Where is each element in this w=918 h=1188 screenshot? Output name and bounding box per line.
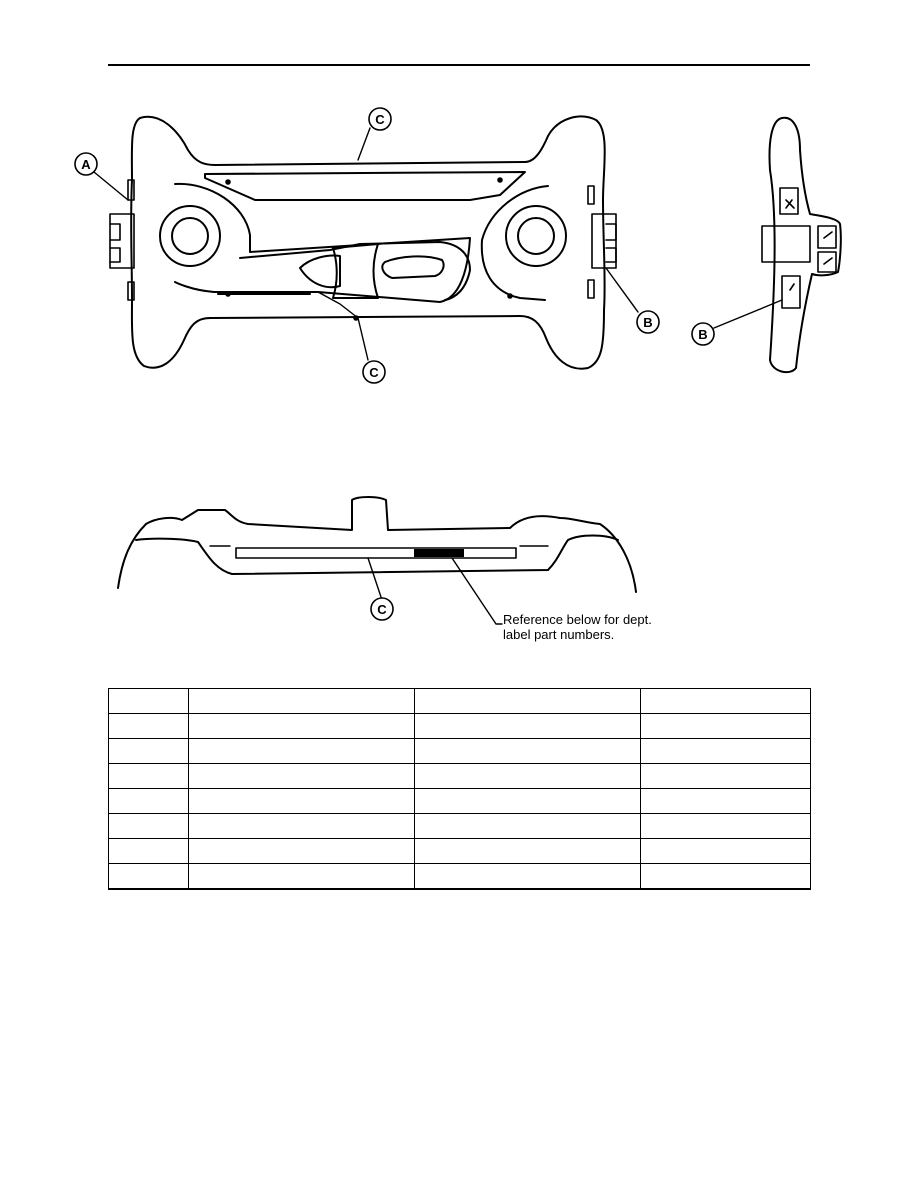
table-row	[108, 838, 811, 864]
table-row	[108, 738, 811, 764]
leader-c-front	[367, 557, 383, 601]
leader-b-top	[605, 267, 639, 313]
table-cell	[414, 838, 641, 864]
table-cell	[640, 813, 811, 839]
table-row	[108, 788, 811, 814]
table-cell	[108, 788, 189, 814]
callout-a-label: A	[81, 157, 91, 172]
table-cell	[414, 788, 641, 814]
table-cell	[108, 763, 189, 789]
callout-c-bottom	[362, 360, 386, 384]
screw-dot	[497, 177, 503, 183]
table-cell	[108, 713, 189, 739]
left-contact-tabs	[109, 179, 135, 301]
cradle-diagrams: C A B C B C	[74, 107, 842, 625]
table-cell	[414, 738, 641, 764]
table-cell	[414, 688, 641, 714]
table-cell	[640, 838, 811, 864]
finger-slot	[299, 254, 341, 289]
table-cell	[188, 763, 415, 789]
table-cell	[108, 738, 189, 764]
table-cell	[414, 813, 641, 839]
table-cell	[188, 738, 415, 764]
table-cell	[188, 688, 415, 714]
cradle-side-view	[713, 116, 842, 374]
table-cell	[188, 713, 415, 739]
table-cell	[640, 688, 811, 714]
screw-dot	[507, 293, 513, 299]
right-pocket-outer	[505, 205, 567, 267]
callout-b-top-label: B	[643, 315, 652, 330]
leader-c-bottom	[317, 291, 369, 361]
table-cell	[414, 863, 641, 890]
callout-b-side-label: B	[698, 327, 707, 342]
table-cell	[188, 838, 415, 864]
cradle-front-view	[117, 496, 637, 625]
table-cell	[108, 813, 189, 839]
left-pocket-inner	[171, 217, 209, 255]
label-slot	[235, 547, 517, 559]
inner-plate	[204, 171, 526, 201]
finger-grip	[332, 243, 379, 299]
table-row	[108, 863, 811, 890]
table-cell	[108, 688, 189, 714]
callout-c-top-label: C	[375, 112, 385, 127]
reference-note: Reference below for dept. label part num…	[503, 612, 652, 642]
leader-a	[93, 171, 129, 201]
table-cell	[414, 713, 641, 739]
table-cell	[640, 788, 811, 814]
table-cell	[640, 763, 811, 789]
table-cell	[188, 863, 415, 890]
callout-c-top	[368, 107, 392, 131]
table-cell	[640, 738, 811, 764]
leader-note	[451, 557, 503, 625]
table-cell	[188, 813, 415, 839]
screw-dot	[225, 179, 231, 185]
dept-label	[414, 549, 464, 557]
cradle-front-outline	[117, 496, 637, 593]
table-cell	[640, 863, 811, 890]
reference-note-line-1: Reference below for dept.	[503, 612, 652, 627]
left-pocket-outer	[159, 205, 221, 267]
right-contact-tabs	[587, 185, 617, 299]
callout-c-bottom-label: C	[369, 365, 379, 380]
cradle-side-outline	[768, 116, 842, 374]
reference-note-line-2: label part numbers.	[503, 627, 615, 642]
table-cell	[108, 863, 189, 890]
table-row	[108, 713, 811, 739]
table-cell	[640, 713, 811, 739]
cradle-top-outline	[130, 115, 606, 370]
table-row	[108, 688, 811, 714]
leader-c-top	[357, 127, 371, 161]
table-cell	[188, 788, 415, 814]
table-cell	[414, 763, 641, 789]
table-cell	[108, 838, 189, 864]
callout-c-front	[370, 597, 394, 621]
table-row	[108, 763, 811, 789]
latch-slot	[381, 255, 445, 279]
callout-b-top	[636, 310, 660, 334]
header-rule	[108, 64, 810, 66]
callout-b-side	[691, 322, 715, 346]
screw-dot	[225, 291, 231, 297]
callout-a	[74, 152, 98, 176]
part-number-table	[108, 688, 811, 890]
leader-b-side	[713, 299, 783, 329]
right-pocket-inner	[517, 217, 555, 255]
inner-recess	[174, 182, 471, 303]
center-channel	[239, 241, 471, 301]
table-row	[108, 813, 811, 839]
callout-c-front-label: C	[377, 602, 387, 617]
cradle-top-view	[93, 115, 639, 370]
